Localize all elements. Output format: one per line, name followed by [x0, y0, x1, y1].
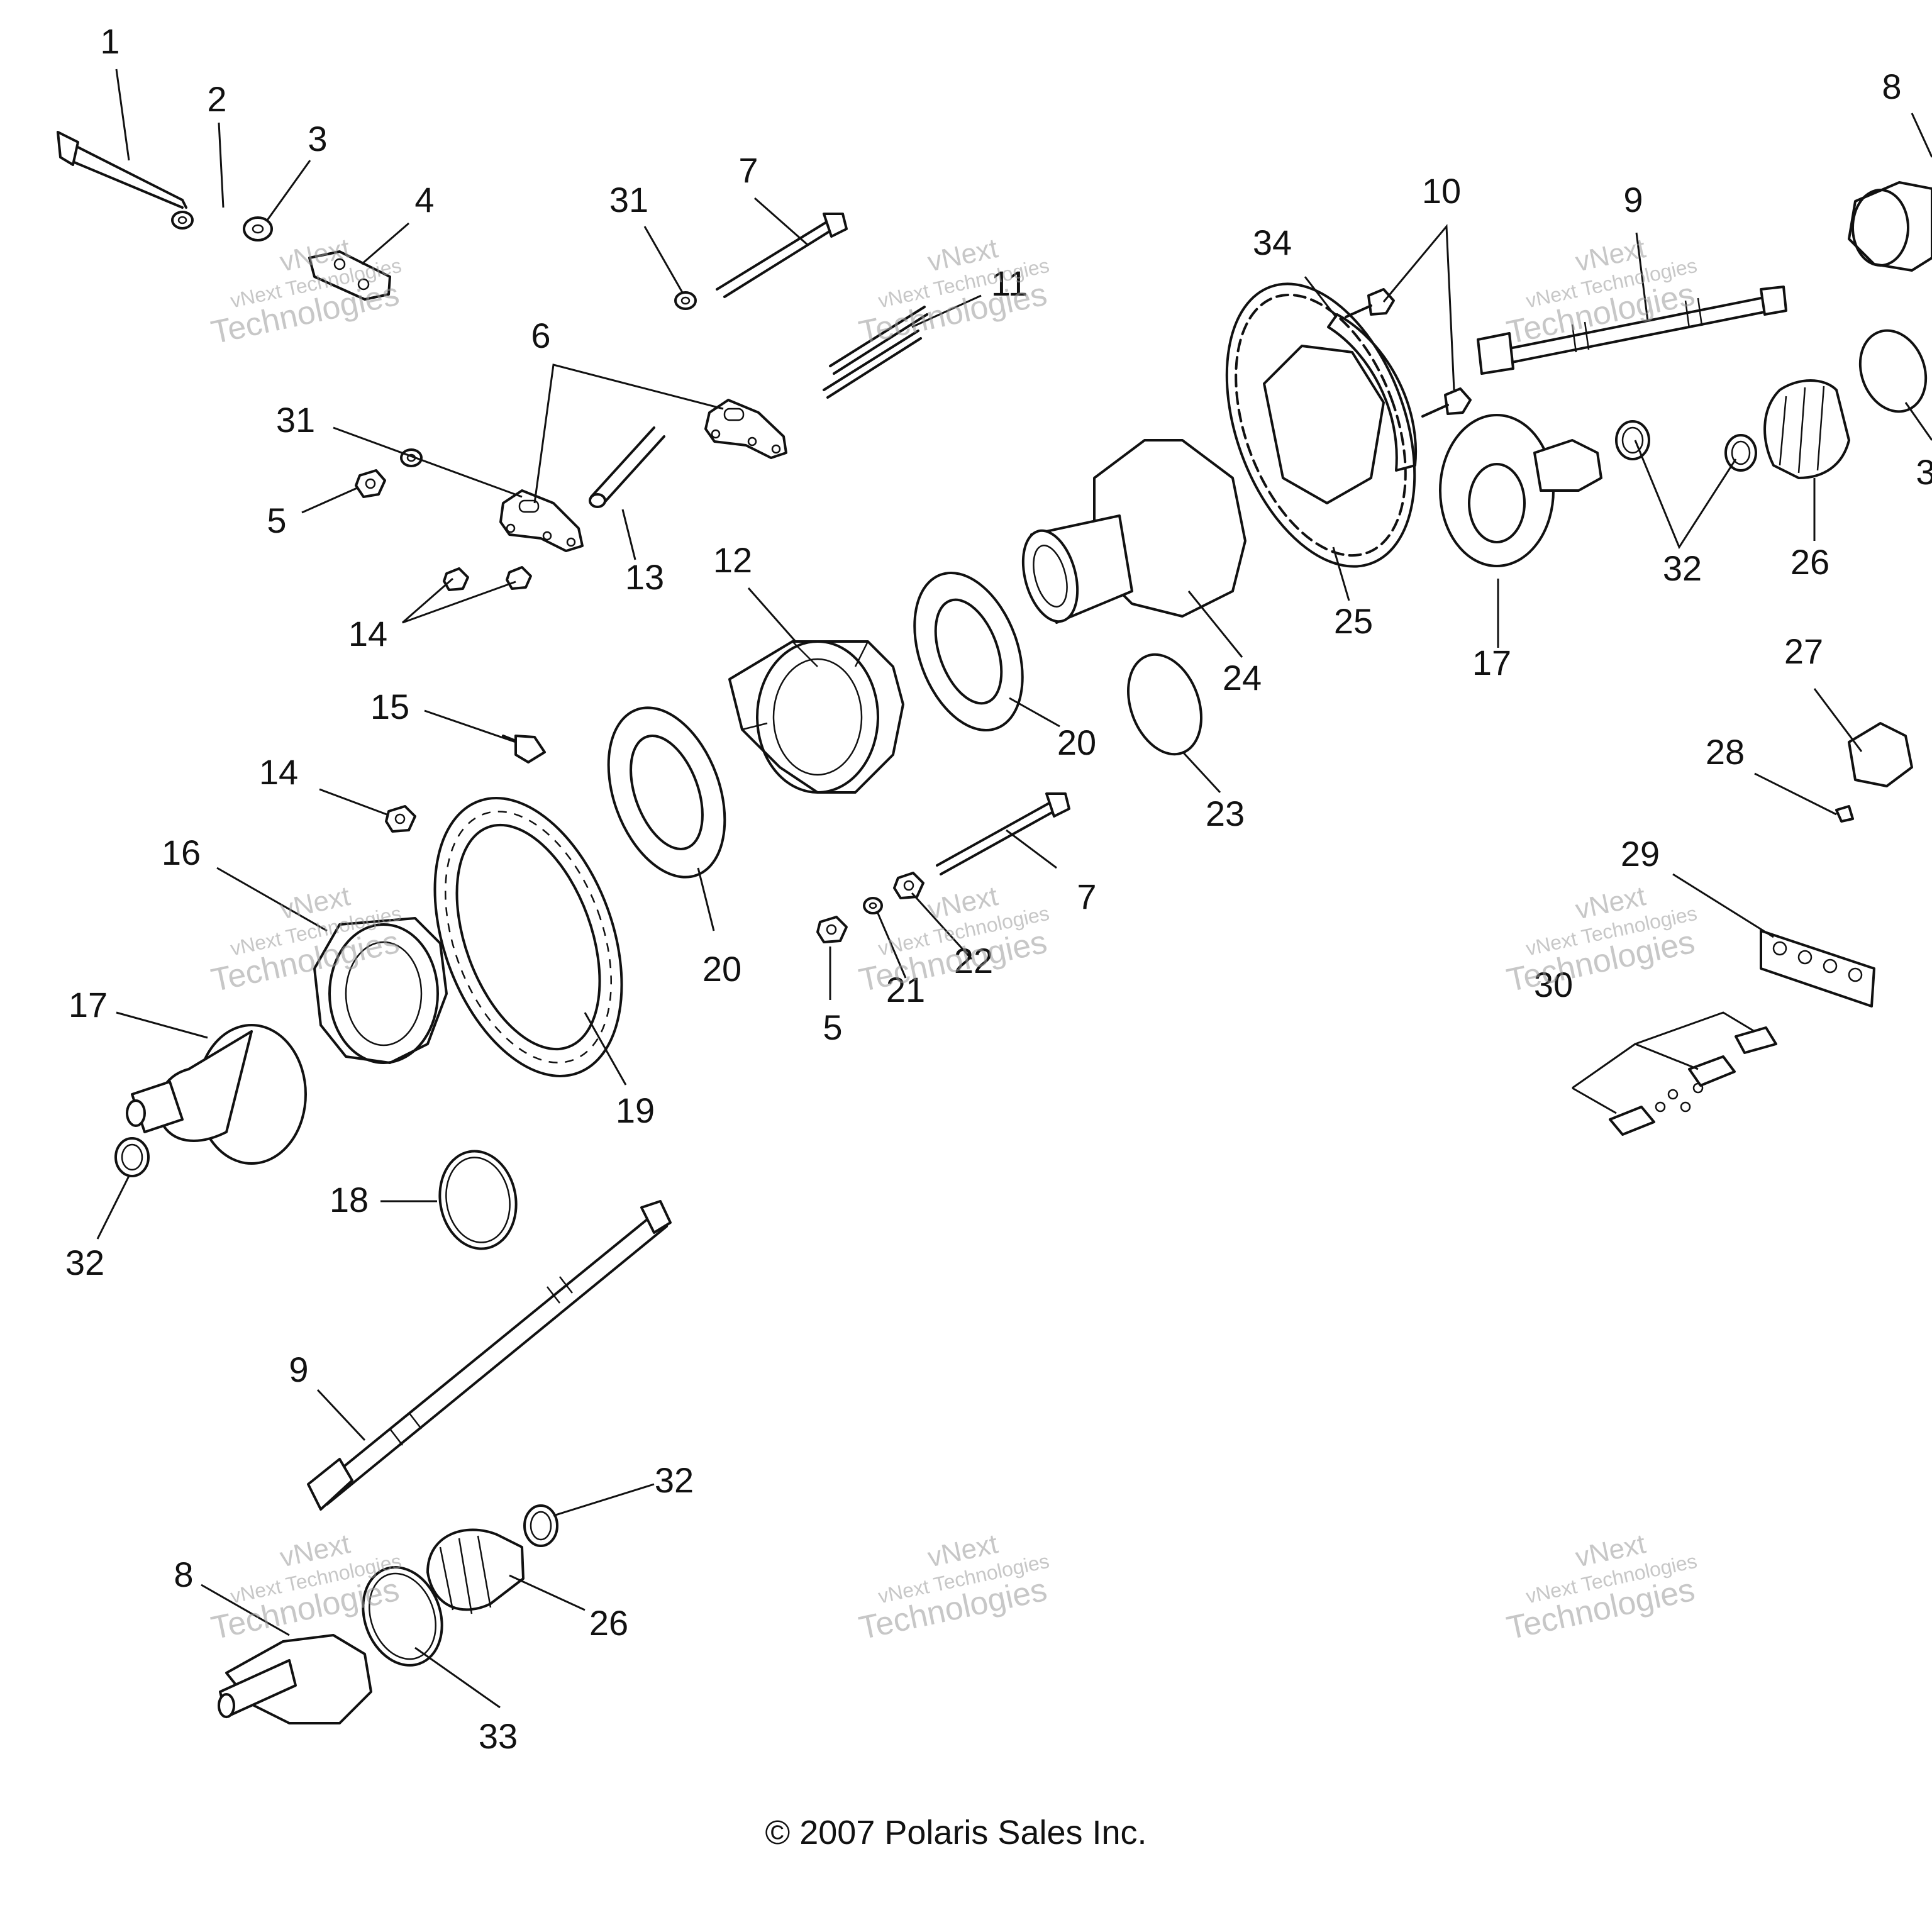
part-9-axle-upper [1477, 286, 1787, 375]
callout-30: 30 [1534, 965, 1573, 1004]
part-33-ring-right [1858, 329, 1928, 413]
callout-labels: 1 2 3 4 31 7 11 6 31 5 13 14 12 15 14 16… [65, 21, 1932, 1756]
callout-11: 11 [991, 264, 1028, 303]
callout-4: 4 [414, 180, 434, 219]
part-32-clamp-lower [523, 1504, 558, 1547]
callout-21: 21 [886, 970, 925, 1009]
part-11-pins [823, 306, 928, 399]
callout-32-right: 32 [1663, 548, 1702, 588]
part-10-bolts [1345, 288, 1472, 418]
part-32-clamp-left [114, 1137, 150, 1177]
part-6-bracket-lower [499, 489, 584, 552]
callout-23: 23 [1206, 794, 1245, 833]
part-13-pin [589, 426, 665, 508]
leader-lines [96, 69, 1932, 1709]
part-7-bolt-mid [936, 792, 1070, 875]
callout-16: 16 [162, 833, 201, 872]
callout-15: 15 [370, 687, 409, 726]
callout-9-upper: 9 [1623, 180, 1643, 219]
callout-5-mid: 5 [823, 1008, 842, 1047]
part-20-seal-left [607, 706, 726, 879]
callout-28: 28 [1706, 732, 1745, 772]
callout-3: 3 [308, 119, 327, 158]
part-12-caliper-housing [728, 640, 904, 794]
part-9-axle-lower [307, 1200, 672, 1511]
callout-32-left: 32 [65, 1243, 104, 1282]
callout-22: 22 [954, 941, 993, 980]
part-20-seal-right [913, 571, 1024, 732]
callout-31-top: 31 [609, 180, 648, 219]
part-19-brake-disc [433, 797, 623, 1077]
part-27-clip [1848, 722, 1913, 787]
part-21-washer [863, 897, 883, 914]
part-18-oring [438, 1150, 518, 1250]
part-34-plate [1327, 313, 1418, 472]
callout-25: 25 [1334, 601, 1373, 641]
callout-6: 6 [531, 316, 550, 355]
part-17-cup-left [126, 1024, 307, 1165]
part-30-master-link [1609, 1026, 1777, 1136]
part-28-screw [1835, 805, 1854, 823]
part-1-bolt [57, 131, 187, 209]
part-8-cv-joint-lower [218, 1634, 372, 1724]
callout-5-left: 5 [267, 501, 286, 540]
callout-7-mid: 7 [1077, 877, 1096, 916]
callout-20-left: 20 [702, 949, 741, 989]
callout-12: 12 [713, 540, 752, 580]
callout-1: 1 [100, 21, 119, 61]
part-33-ring-lower [362, 1566, 443, 1667]
callout-9-lower: 9 [289, 1350, 308, 1389]
callout-26-right: 26 [1790, 542, 1829, 582]
callout-14-top: 14 [348, 614, 387, 653]
part-25-sprocket [1225, 282, 1416, 568]
part-15-bolt [502, 735, 546, 763]
callout-13: 13 [625, 557, 664, 597]
part-31-washer-top [674, 291, 697, 310]
part-26-boot-right [1763, 379, 1850, 479]
callout-8-upper: 8 [1882, 67, 1901, 106]
callout-17-left: 17 [69, 985, 108, 1024]
part-2-washer [171, 211, 194, 230]
part-23-oring [1127, 653, 1202, 756]
callout-2: 2 [207, 79, 226, 119]
callout-14-mid: 14 [259, 752, 298, 792]
part-6-bracket-upper [704, 399, 787, 459]
part-5-nut-mid [816, 916, 848, 943]
part-7-bolt-top [716, 213, 848, 298]
part-3-washer [243, 216, 273, 242]
part-8-cv-joint-upper [1848, 181, 1932, 272]
part-16-hub-carrier [313, 917, 448, 1064]
callout-26-lower: 26 [589, 1603, 628, 1643]
callout-20-right: 20 [1057, 723, 1096, 762]
callout-3-right: 3 [1916, 452, 1932, 492]
callout-31-mid: 31 [276, 400, 315, 440]
callout-19: 19 [616, 1091, 655, 1130]
part-17-cup-right [1439, 414, 1602, 567]
callout-27: 27 [1784, 631, 1823, 671]
callout-10: 10 [1422, 171, 1461, 211]
copyright-notice: © 2007 Polaris Sales Inc. [765, 1814, 1146, 1852]
callout-7-top: 7 [738, 150, 758, 190]
callout-17-right: 17 [1472, 643, 1511, 682]
part-26-boot-lower [426, 1528, 525, 1614]
part-4-bracket [308, 250, 391, 301]
callout-33-lower: 33 [479, 1716, 518, 1756]
callout-29: 29 [1621, 834, 1660, 874]
callout-24: 24 [1223, 658, 1262, 697]
callout-32-lower: 32 [655, 1460, 694, 1500]
part-14-nut-mid [385, 805, 416, 833]
part-29-chain [1760, 930, 1875, 1008]
part-22-nut [893, 872, 924, 899]
part-14-nuts [443, 566, 532, 591]
part-32-clamps-right [1615, 420, 1757, 472]
callout-34: 34 [1253, 223, 1292, 262]
part-24-sprocket-hub [1021, 439, 1246, 624]
callout-8-lower: 8 [174, 1555, 193, 1594]
callout-18: 18 [330, 1180, 369, 1219]
part-5-nut-left [355, 469, 386, 498]
